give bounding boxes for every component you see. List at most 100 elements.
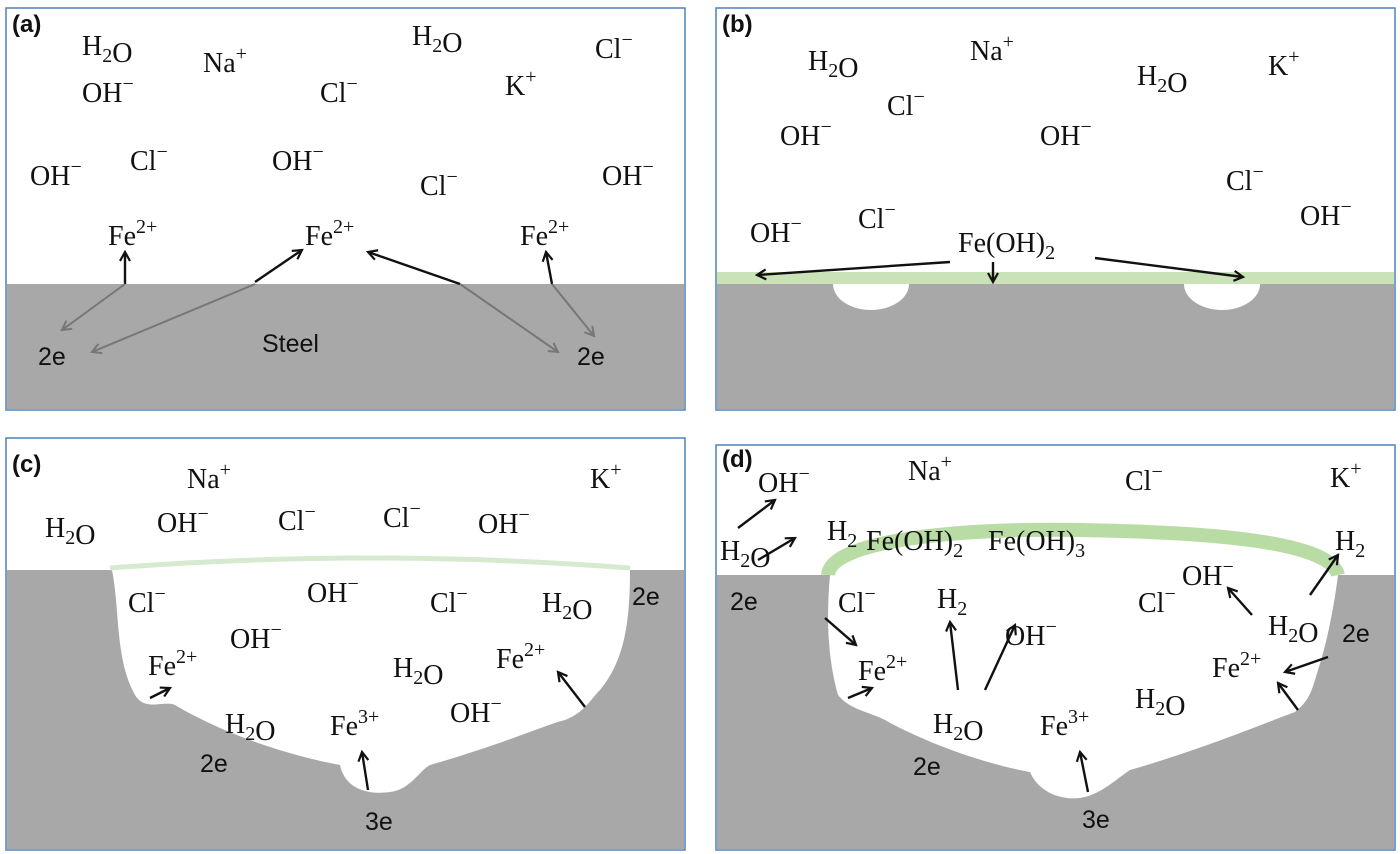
species-label: OH− <box>1182 556 1234 592</box>
species-label: Fe2+ <box>520 216 569 252</box>
species-label: OH− <box>30 156 82 192</box>
species-label: Na+ <box>187 459 231 495</box>
panel-b <box>715 7 1396 411</box>
species-label: OH− <box>230 619 282 655</box>
pit-initiation <box>833 284 909 310</box>
species-label: OH− <box>82 73 134 109</box>
species-label: Cl− <box>128 583 166 619</box>
species-label: Cl− <box>278 501 316 537</box>
species-label: H2O <box>1268 611 1318 649</box>
species-label: Cl− <box>595 29 633 65</box>
species-label: Cl− <box>838 583 876 619</box>
species-label: Cl− <box>1226 161 1264 197</box>
species-label: Cl− <box>887 86 925 122</box>
reaction-arrow <box>254 250 302 283</box>
reaction-arrow <box>757 260 951 275</box>
reaction-arrow <box>1228 588 1253 616</box>
species-label: H2O <box>225 709 275 747</box>
thin-film <box>109 555 631 571</box>
passive-film <box>717 272 1394 284</box>
species-label: H2O <box>933 709 983 747</box>
species-label: H2O <box>542 588 592 626</box>
species-label: Cl− <box>430 583 468 619</box>
reaction-arrow <box>983 625 1015 691</box>
species-label: Fe2+ <box>1212 648 1261 684</box>
species-label: Na+ <box>203 43 247 79</box>
pit-initiation <box>1184 284 1260 310</box>
species-label: H2 <box>937 584 967 620</box>
species-label: Fe2+ <box>108 216 157 252</box>
species-label: K+ <box>505 66 537 102</box>
panel-c <box>5 437 686 851</box>
electron-label: 3e <box>365 808 393 836</box>
species-label: H2O <box>412 21 462 59</box>
species-label: OH− <box>157 503 209 539</box>
electron-label: 2e <box>632 583 660 611</box>
species-label: H2O <box>1135 684 1185 722</box>
species-label: Cl− <box>130 141 168 177</box>
panel-label: (b) <box>722 11 753 38</box>
species-label: Fe2+ <box>305 216 354 252</box>
panel-label: (d) <box>722 446 753 473</box>
reaction-arrow <box>62 283 126 330</box>
species-label: Fe2+ <box>858 651 907 687</box>
species-label: OH− <box>478 504 530 540</box>
species-label: Cl− <box>320 73 358 109</box>
electron-label: 2e <box>200 750 228 778</box>
species-label: H2O <box>808 46 858 84</box>
species-label: OH− <box>272 141 324 177</box>
reaction-arrow <box>92 283 256 352</box>
panel-label: (c) <box>12 451 41 478</box>
electron-label: 2e <box>38 343 66 371</box>
steel-substrate <box>7 284 684 409</box>
reaction-arrow <box>950 622 960 691</box>
panel-label: (a) <box>12 11 41 38</box>
steel-substrate <box>717 284 1394 409</box>
reaction-arrow <box>1309 555 1338 596</box>
reaction-arrow <box>824 617 856 645</box>
species-label: OH− <box>1300 196 1352 232</box>
species-label: Fe3+ <box>330 706 379 742</box>
reaction-arrow <box>551 283 594 336</box>
species-label: Cl− <box>1138 583 1176 619</box>
reaction-arrow <box>558 672 586 708</box>
species-label: Na+ <box>908 451 952 487</box>
species-label: OH− <box>307 573 359 609</box>
species-label: Fe3+ <box>1040 706 1089 742</box>
species-label: H2O <box>45 513 95 551</box>
reaction-arrow <box>1285 655 1329 672</box>
species-label: OH− <box>1040 116 1092 152</box>
species-label: H2O <box>82 31 132 69</box>
species-label: Cl− <box>858 199 896 235</box>
reaction-arrow <box>149 688 170 700</box>
species-label: OH− <box>450 693 502 729</box>
reaction-arrow <box>847 688 872 700</box>
species-label: OH− <box>602 156 654 192</box>
reaction-arrow <box>1080 752 1090 793</box>
panel-a <box>5 7 686 411</box>
steel-label: Steel <box>262 330 319 358</box>
species-label: Na+ <box>970 31 1014 67</box>
corrosion-product-film <box>821 522 1345 578</box>
species-label: H2 <box>1335 526 1365 562</box>
species-label: Fe2+ <box>496 639 545 675</box>
electron-label: 2e <box>730 588 758 616</box>
panel-d <box>715 444 1396 851</box>
species-label: Fe(OH)3 <box>988 526 1085 562</box>
species-label: K+ <box>1330 458 1362 494</box>
reaction-arrow <box>757 538 795 562</box>
electron-label: 3e <box>1082 806 1110 834</box>
species-label: Fe2+ <box>148 646 197 682</box>
species-label: K+ <box>1268 46 1300 82</box>
species-label: K+ <box>590 459 622 495</box>
species-label: Fe(OH)2 <box>958 228 1055 264</box>
pit-cavity <box>112 570 630 793</box>
species-label: Cl− <box>1125 461 1163 497</box>
reaction-arrow <box>1094 256 1243 277</box>
species-label: Cl− <box>420 166 458 202</box>
species-label: OH− <box>758 463 810 499</box>
species-label: OH− <box>750 213 802 249</box>
species-label: H2O <box>1137 61 1187 99</box>
species-label: OH− <box>780 116 832 152</box>
